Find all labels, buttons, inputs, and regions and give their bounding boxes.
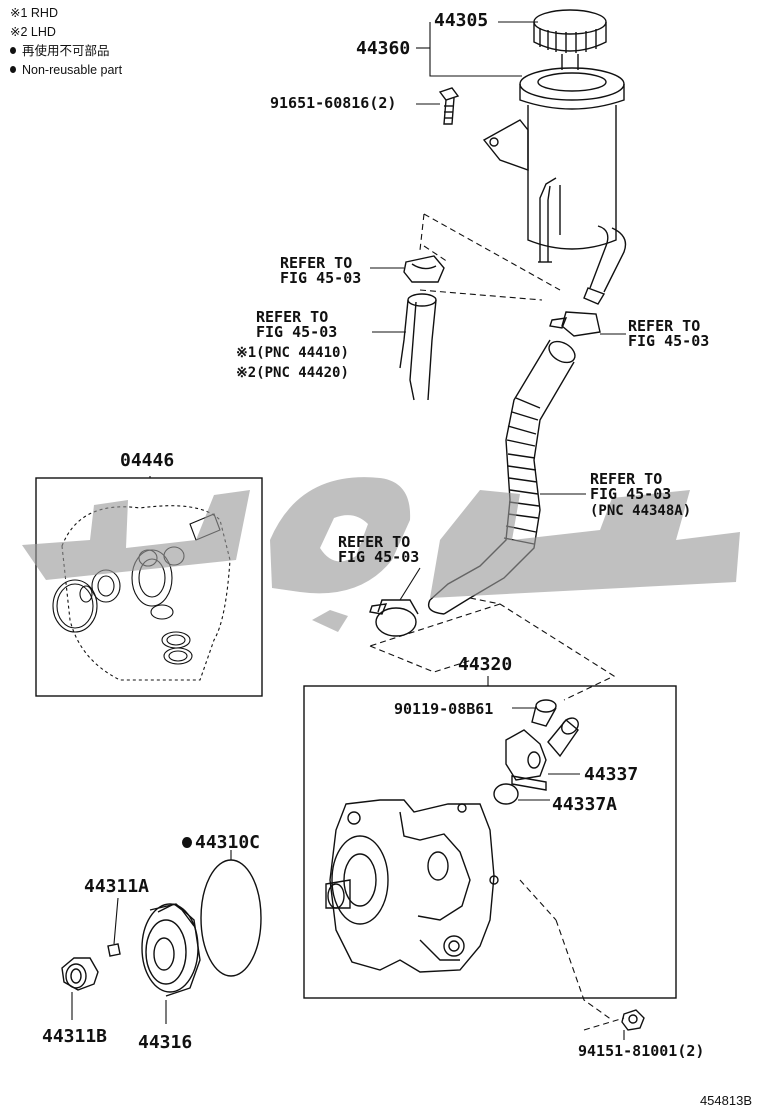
dashed-leaders: [369, 213, 625, 1031]
refer-note-upper-left[interactable]: REFER TO FIG 45-03: [280, 254, 362, 287]
nonreusable-dot-icon: [10, 47, 16, 54]
hose-clamp-upper-illustration: [403, 255, 445, 283]
bolt-91651-illustration: [438, 87, 460, 125]
o-ring-44310C-illustration: [200, 859, 262, 977]
legend-nonreusable-jp: 再使用不可部品: [10, 42, 122, 61]
power-steering-pump-illustration: [325, 799, 499, 973]
part-label-44360[interactable]: 44360: [356, 38, 411, 59]
part-label-44316[interactable]: 44316: [138, 1032, 193, 1053]
part-label-44305[interactable]: 44305: [434, 10, 489, 31]
part-label-44311B[interactable]: 44311B: [42, 1026, 108, 1047]
part-label-91651[interactable]: 91651-60816(2): [270, 94, 397, 112]
part-label-44311A[interactable]: 44311A: [84, 876, 150, 897]
union-44337-illustration: [505, 717, 579, 791]
legend-nonreusable-en: Non-reusable part: [10, 61, 122, 80]
key-44311A-illustration: [107, 943, 121, 957]
figure-number: 454813B: [699, 1093, 752, 1108]
return-hose-illustration: [399, 293, 437, 401]
leader-lines: [71, 21, 626, 1040]
refer-note-lhd-pnc: ※2(PNC 44420): [236, 365, 349, 381]
pump-44320-box: [303, 685, 677, 999]
legend-lhd: ※2 LHD: [10, 25, 56, 39]
o-ring-44337A-illustration: [493, 783, 519, 805]
part-label-44337A[interactable]: 44337A: [552, 794, 618, 815]
part-label-04446[interactable]: 04446: [120, 450, 175, 471]
refer-note-return-hose[interactable]: REFER TO FIG 45-03: [256, 308, 338, 341]
hose-clamp-lower-illustration: [369, 599, 419, 637]
refer-note-rhd-pnc: ※1(PNC 44410): [236, 345, 349, 361]
reservoir-cap-illustration: [533, 9, 607, 70]
nut-94151-illustration: [621, 1009, 645, 1031]
part-label-44320[interactable]: 44320: [458, 654, 513, 675]
bolt-90119-illustration: [531, 699, 557, 727]
legend-rhd: ※1 RHD: [10, 6, 58, 20]
part-label-44337[interactable]: 44337: [584, 764, 639, 785]
pulley-44316-illustration: [141, 903, 201, 997]
watermark-graphic: [22, 477, 740, 632]
legend: ※1 RHD ※2 LHD 再使用不可部品 Non-reusable part: [10, 4, 122, 80]
reservoir-tank-illustration: [482, 67, 627, 305]
part-label-94151[interactable]: 94151-81001(2): [578, 1042, 705, 1060]
part-label-44310C[interactable]: 44310C: [182, 832, 260, 853]
hose-clamp-right-illustration: [549, 311, 601, 337]
refer-note-lower-clamp[interactable]: REFER TO FIG 45-03: [338, 533, 420, 566]
refer-note-suction-hose[interactable]: REFER TO FIG 45-03: [590, 470, 672, 503]
part-label-90119[interactable]: 90119-08B61: [394, 700, 494, 718]
refer-note-right-clamp[interactable]: REFER TO FIG 45-03: [628, 317, 710, 350]
nonreusable-dot-icon: [10, 66, 16, 73]
nonreusable-dot-icon: [182, 837, 192, 848]
nut-44311B-illustration: [61, 957, 99, 991]
refer-note-suction-pnc: (PNC 44348A): [590, 503, 692, 519]
kit-04446-box: [35, 477, 263, 697]
